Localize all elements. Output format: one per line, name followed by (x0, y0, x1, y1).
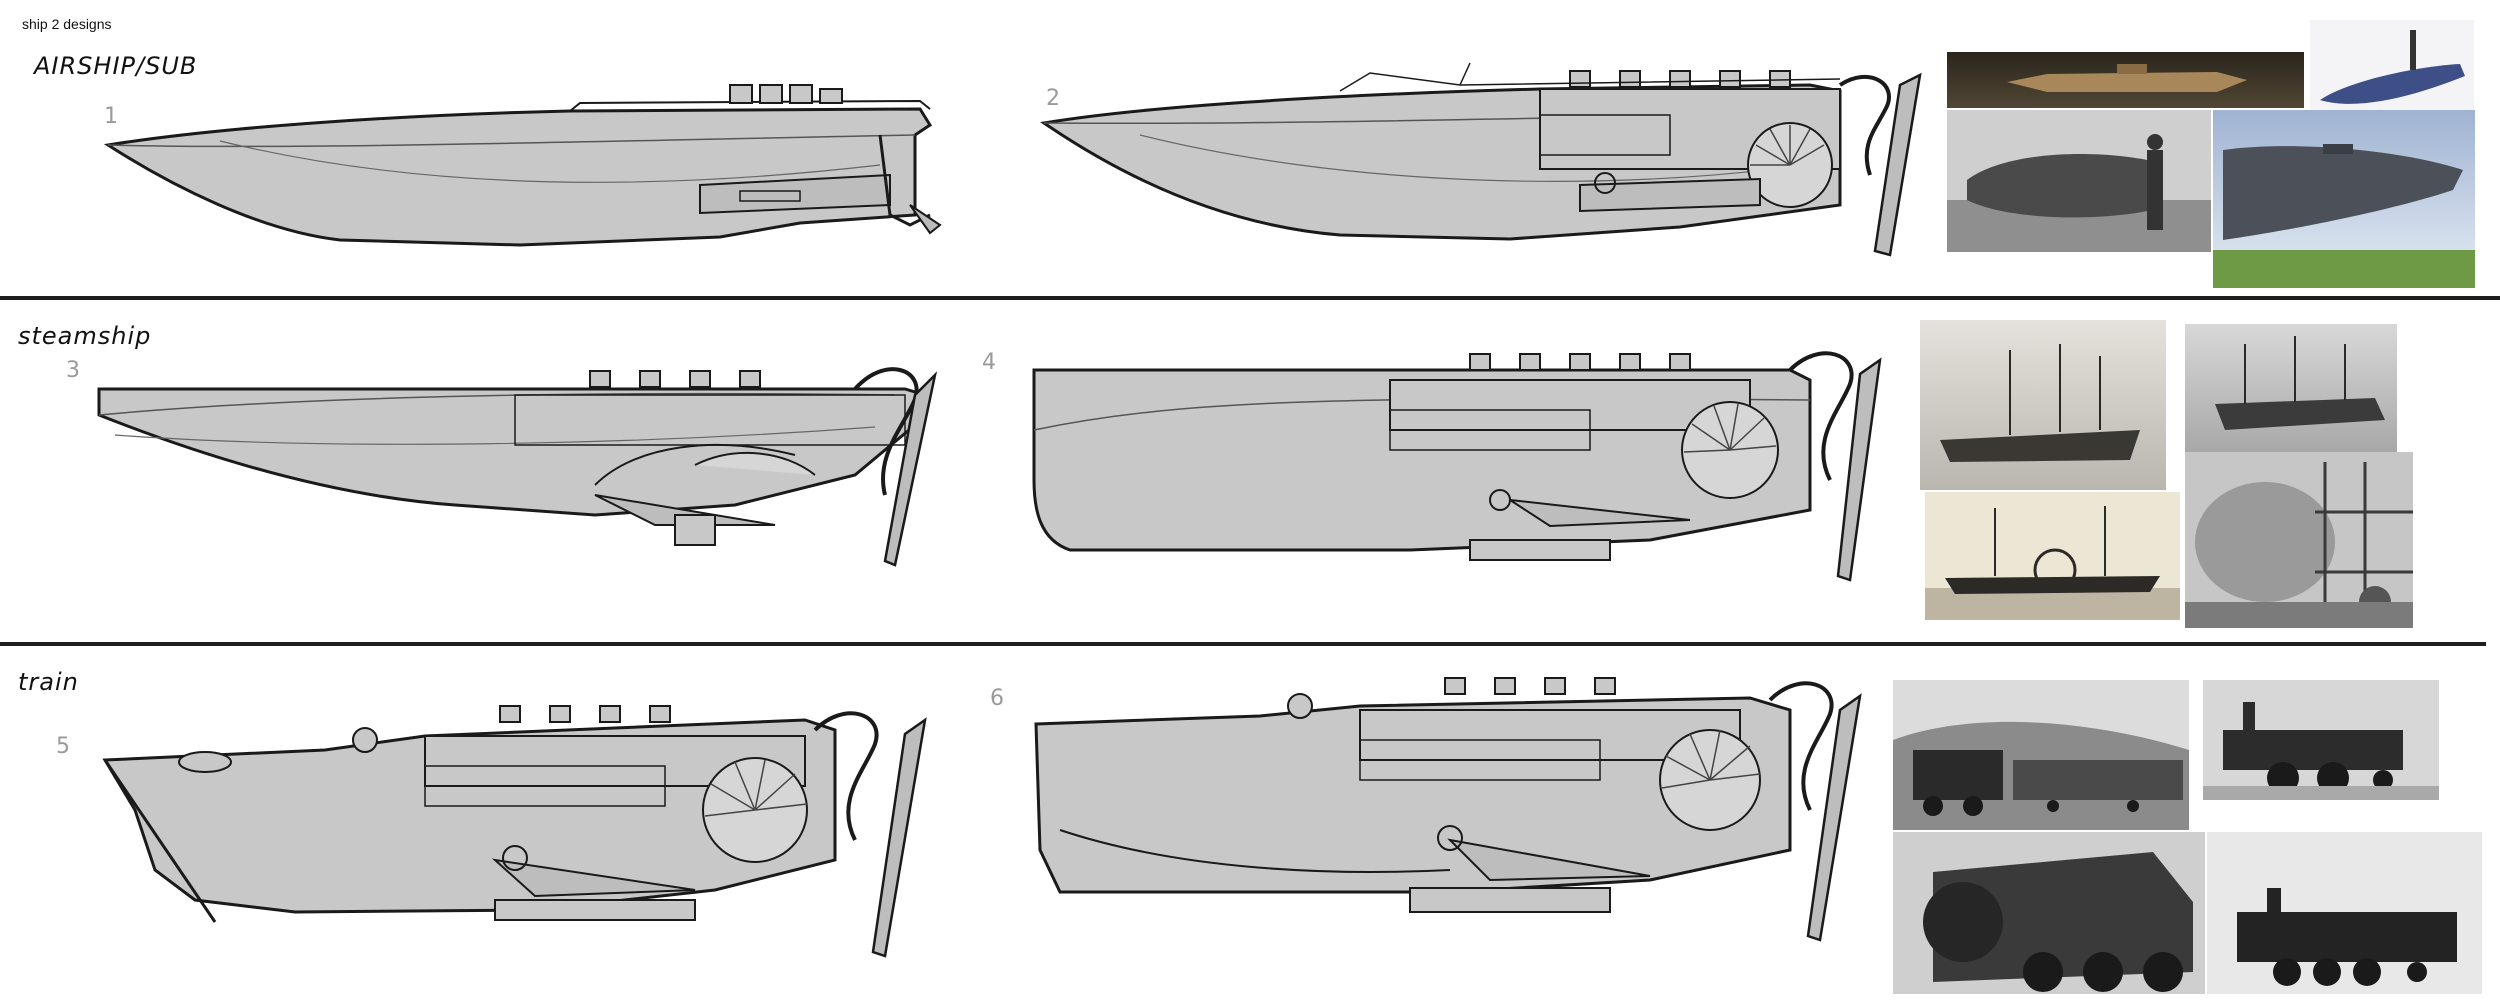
design-number-4: 4 (982, 350, 996, 375)
row-divider-2 (0, 642, 2486, 646)
ref-photo-ship-construction (2185, 452, 2413, 628)
design-number-6: 6 (990, 686, 1004, 711)
ref-photo-steamship-photo (2185, 324, 2397, 452)
ref-photo-train-passenger (1893, 680, 2189, 830)
ref-photo-submarine-outdoor (1947, 110, 2211, 252)
sheet-title: ship 2 designs (22, 16, 112, 32)
sketch-design-5 (102, 705, 927, 958)
design-number-1: 1 (104, 104, 118, 129)
row-label-train: train (18, 668, 79, 696)
ref-photo-locomotive-side (2203, 680, 2439, 800)
design-number-5: 5 (56, 734, 70, 759)
ref-photo-steamship-engraving-1 (1920, 320, 2166, 490)
row-label-steamship: steamship (18, 322, 152, 350)
ref-photo-submarine-museum (2213, 110, 2475, 288)
sketch-design-4 (1032, 351, 1882, 582)
row-label-airship-sub: AIRSHIP/SUB (34, 52, 198, 80)
row-divider-1 (0, 296, 2500, 300)
ref-photo-submarine-sepia (1947, 52, 2304, 108)
ref-photo-locomotive-8781 (2207, 832, 2482, 994)
sketch-design-2 (1040, 62, 1922, 257)
ref-photo-steam-locomotive-front (1893, 832, 2205, 994)
sketch-design-3 (97, 367, 938, 567)
design-number-3: 3 (66, 358, 80, 383)
design-number-2: 2 (1046, 86, 1060, 111)
sketch-design-1 (103, 84, 942, 247)
sketch-design-6 (1034, 677, 1862, 942)
ref-photo-paddle-steamer (1925, 492, 2180, 620)
